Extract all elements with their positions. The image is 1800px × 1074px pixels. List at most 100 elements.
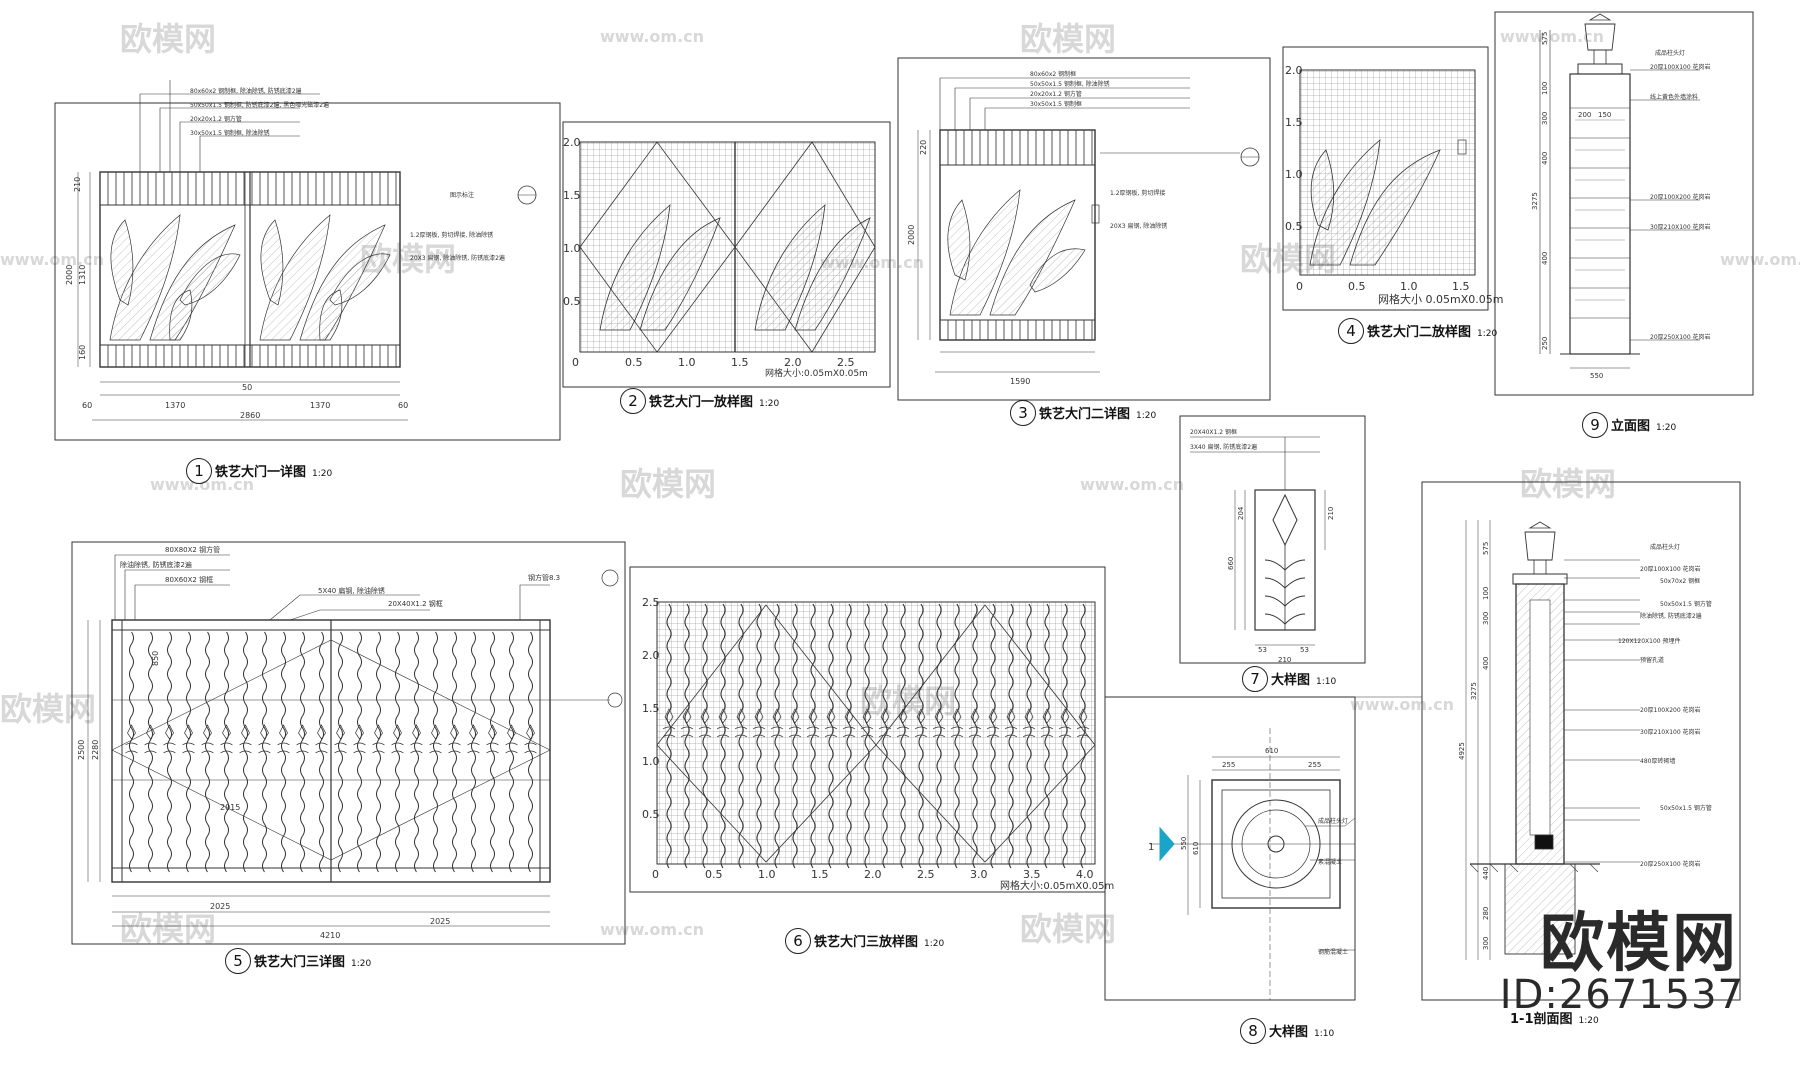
- d6-ytick-4: 0.5: [642, 808, 660, 821]
- d3-label-1: 50x50x1.5 钢制框, 除油除锈: [1030, 80, 1110, 88]
- d1-label-4: 1.2厚钢板, 剪切焊接, 除油除锈: [410, 231, 493, 239]
- d5-motif: [467, 724, 480, 754]
- d6-motif: [896, 708, 910, 738]
- d6-bar: [1026, 603, 1032, 869]
- d6-motif: [878, 708, 892, 738]
- d5-motif: [296, 724, 309, 754]
- d9-dim-3: 200: [1578, 111, 1591, 119]
- d5-bar: [300, 631, 305, 873]
- d9-label-1: 20厚100X100 花岗岩: [1650, 63, 1711, 71]
- d6-bar: [828, 603, 834, 869]
- d5-motif: [334, 724, 347, 754]
- d9-label-4: 30厚210X100 花岗岩: [1650, 223, 1711, 231]
- d5-motif: [220, 724, 233, 754]
- watermark-brand: 欧模网: [620, 465, 716, 503]
- d5-bar: [509, 631, 514, 873]
- d11-label-6: 预留孔道: [1640, 656, 1664, 664]
- d2-xtick-5: 2.5: [837, 356, 855, 369]
- d11-label-3: 50x50x1.5 钢方管: [1660, 600, 1712, 608]
- watermark-site: www.om.cn: [600, 27, 704, 46]
- d5-label-0: 80X80X2 钢方管: [165, 545, 220, 554]
- d5-bar: [376, 631, 381, 873]
- d6-bar: [720, 603, 726, 869]
- d1-label-1: 50x50x1.5 钢制框, 防锈底漆2遍, 黑色哑光磁漆2遍: [190, 101, 329, 109]
- drawing-pillar-elevation: 成品柱头灯 20厚100X100 花岗岩 线上黄色外墙涂料 20厚100X200…: [1494, 11, 1754, 396]
- d9-dim-4: 150: [1598, 111, 1611, 119]
- d11-label-7: 20厚100X200 花岗岩: [1640, 706, 1701, 714]
- d2-xtick-3: 1.5: [731, 356, 749, 369]
- d6-ytick-0: 2.5: [642, 596, 660, 609]
- d6-bar: [810, 603, 816, 869]
- watermark-brand: 欧模网: [120, 20, 216, 58]
- d11-label-0: 成品柱头灯: [1650, 543, 1680, 551]
- d11-dim-7: 280: [1482, 907, 1490, 920]
- d11-label-2: 50x70x2 钢框: [1660, 577, 1700, 585]
- d3-dim-h2: 2000: [907, 225, 916, 245]
- d6-motif: [1040, 708, 1054, 738]
- d6-motif: [716, 708, 730, 738]
- d11-label-5: 120X120X100 预埋件: [1618, 637, 1681, 645]
- d5-bar: [186, 631, 191, 873]
- d5-motif: [391, 724, 404, 754]
- d1-dim-gap: 50: [242, 383, 252, 392]
- drawing-gate-2-detail: 80x60x2 钢制框 50x50x1.5 钢制框, 除油除锈 20x20x1.…: [897, 57, 1271, 401]
- d3-dim-w: 1590: [1010, 377, 1030, 386]
- d1-label-5: 20X3 扁钢, 除油除锈, 防锈底漆2遍: [410, 254, 505, 262]
- d6-xtick-1: 0.5: [705, 868, 723, 881]
- d3-label-4: 1.2厚钢板, 剪切焊接: [1110, 189, 1165, 197]
- d6-motif: [1076, 708, 1090, 738]
- d11-label-9: 480厚砖砌墙: [1640, 757, 1675, 765]
- d5-bar: [452, 631, 457, 873]
- d2-ytick-3: 0.5: [563, 295, 581, 308]
- d4-xtick-0: 0: [1296, 280, 1303, 293]
- d6-motif: [698, 708, 712, 738]
- d6-bar: [666, 603, 672, 869]
- d5-motif: [315, 724, 328, 754]
- d8-dim-4: 550: [1180, 837, 1188, 850]
- d6-bar: [972, 603, 978, 869]
- drawing-detail-7: 20X40X1.2 钢框 3X40 扁钢, 防锈底漆2遍 204 210 660…: [1179, 415, 1366, 664]
- d9-dim-7: 550: [1590, 372, 1603, 380]
- d9-label-0: 成品柱头灯: [1655, 49, 1685, 57]
- d1-dim-leaf-right: 1370: [310, 401, 330, 410]
- d5-motif: [239, 724, 252, 754]
- d6-bar: [702, 603, 708, 869]
- d6-ytick-2: 1.5: [642, 702, 660, 715]
- watermark-site: www.om.cn: [1350, 695, 1454, 714]
- d5-motif: [372, 724, 385, 754]
- d5-dim-mid: 2015: [220, 803, 240, 812]
- d8-dim-3: 610: [1192, 842, 1200, 855]
- d3-label-2: 20x20x1.2 钢方管: [1030, 90, 1082, 98]
- d7-dim-1: 210: [1327, 507, 1335, 520]
- d3-label-0: 80x60x2 钢制框: [1030, 70, 1076, 78]
- d5-motif: [410, 724, 423, 754]
- d11-label-4: 除油除锈, 防锈底漆2遍: [1640, 612, 1702, 620]
- d7-dim-3: 53: [1258, 646, 1267, 654]
- d2-xtick-0: 0: [572, 356, 579, 369]
- d7-dim-4: 210: [1278, 656, 1291, 664]
- d11-dim-0: 575: [1482, 542, 1490, 555]
- d5-motif: [524, 724, 537, 754]
- d6-bar: [774, 603, 780, 869]
- d5-bar: [319, 631, 324, 873]
- d6-motif: [950, 708, 964, 738]
- d1-label-6: 图示标注: [450, 191, 474, 199]
- d1-label-2: 20x20x1.2 钢方管: [190, 115, 242, 123]
- d4-xtick-2: 1.0: [1400, 280, 1418, 293]
- drawing-section-1-1: 成品柱头灯 20厚100X100 花岗岩 50x70x2 钢框 50x50x1.…: [1421, 481, 1741, 1001]
- d6-bar: [846, 603, 852, 869]
- d1-dim-h3: 2000: [65, 265, 74, 285]
- watermark-site: www.om.cn: [1080, 475, 1184, 494]
- d8-dim-0: 255: [1222, 761, 1235, 769]
- d6-motif: [1022, 708, 1036, 738]
- d6-motif: [770, 708, 784, 738]
- d6-ytick-1: 2.0: [642, 649, 660, 662]
